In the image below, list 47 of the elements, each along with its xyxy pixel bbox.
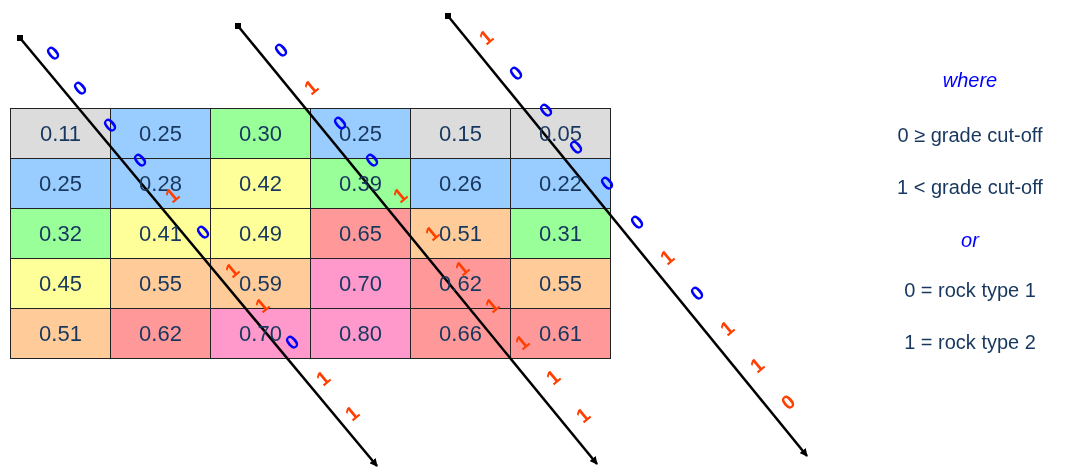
indicator-digit: 0 [626,210,648,234]
legend-text: 1 = rock type 2 [903,330,1037,354]
grade-cell: 0.70 [310,258,411,309]
grade-cell: 0.55 [110,258,211,309]
grade-cell: 0.51 [10,308,111,359]
indicator-digit: 1 [542,365,564,389]
indicator-digit: 1 [716,316,738,340]
indicator-digit: 1 [511,330,533,354]
grade-cell: 0.15 [410,108,511,159]
indicator-digit: 0 [69,76,91,100]
indicator-digit: 0 [686,281,708,305]
grade-cell: 0.65 [310,208,411,259]
indicator-digit: 1 [251,293,273,317]
indicator-digit: 0 [505,61,527,85]
grade-cell: 0.32 [10,208,111,259]
grade-cell: 0.62 [110,308,211,359]
indicator-digit: 1 [475,25,497,49]
grade-cell: 0.55 [510,258,611,309]
indicator-digit: 0 [129,148,151,172]
legend-connector-word: or [960,228,981,252]
indicator-digit: 1 [312,366,334,390]
grade-cell: 0.25 [10,158,111,209]
indicator-digit: 0 [270,38,292,62]
indicator-digit: 0 [535,98,557,122]
indicator-digit: 1 [746,353,768,377]
grade-cell: 0.45 [10,258,111,309]
indicator-digit: 1 [656,245,678,269]
legend-connector-word: where [941,68,999,92]
indicator-digit: 0 [42,41,64,65]
indicator-digit: 0 [596,171,618,195]
grade-cell: 0.49 [210,208,311,259]
indicator-digit: 0 [361,148,383,172]
legend-text: 1 < grade cut-off [896,175,1044,199]
grade-cell: 0.30 [210,108,311,159]
grade-cell: 0.31 [510,208,611,259]
indicator-digit: 1 [389,183,411,207]
legend-text: 0 = rock type 1 [903,278,1037,302]
grade-cell: 0.26 [410,158,511,209]
indicator-digit: 0 [99,113,121,137]
grade-cell: 0.42 [210,158,311,209]
legend-text: 0 ≥ grade cut-off [896,123,1044,147]
indicator-digit: 0 [777,390,799,414]
indicator-digit: 1 [572,403,594,427]
indicator-digit: 1 [341,401,363,425]
indicator-digit: 0 [281,330,303,354]
indicator-digit: 1 [300,75,322,99]
grade-cell: 0.80 [310,308,411,359]
